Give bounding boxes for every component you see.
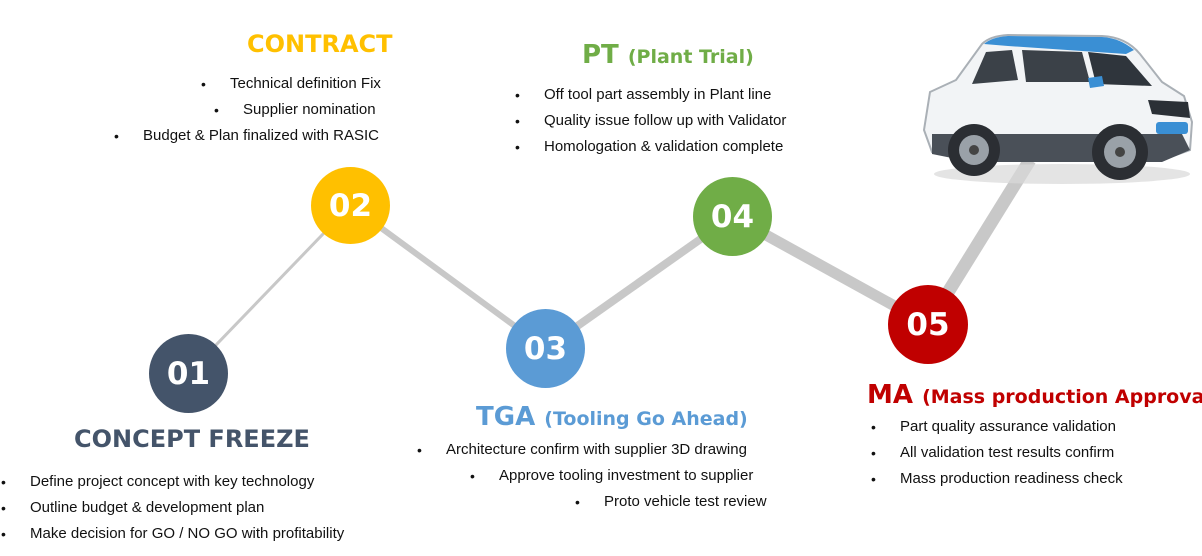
list-item: Homologation & validation complete — [515, 134, 786, 160]
step-04-title: PT (Plant Trial) — [582, 40, 754, 70]
step-01-bullets: Define project concept with key technolo… — [1, 469, 344, 547]
step-05-title: MA (Mass production Approval) — [867, 380, 1202, 410]
list-item: Mass production readiness check — [871, 466, 1123, 492]
step-01-title: CONCEPT FREEZE — [74, 425, 310, 453]
step-05-circle: 05 — [888, 285, 968, 364]
list-item: Part quality assurance validation — [871, 414, 1123, 440]
step-02-title-main: CONTRACT — [247, 30, 393, 58]
step-02-bullets: Technical definition Fix Supplier nomina… — [114, 71, 381, 149]
list-item: Outline budget & development plan — [1, 495, 344, 521]
step-03-bullets: Architecture confirm with supplier 3D dr… — [417, 437, 767, 515]
step-01-title-main: CONCEPT FREEZE — [74, 425, 310, 453]
step-03-circle: 03 — [506, 309, 585, 388]
step-03-title: TGA (Tooling Go Ahead) — [476, 402, 748, 432]
list-item: Approve tooling investment to supplier — [470, 463, 767, 489]
list-item: Budget & Plan finalized with RASIC — [114, 123, 381, 149]
step-02-circle: 02 — [311, 167, 390, 244]
list-item: All validation test results confirm — [871, 440, 1123, 466]
list-item: Architecture confirm with supplier 3D dr… — [417, 437, 767, 463]
list-item: Supplier nomination — [214, 97, 381, 123]
step-04-title-main: PT — [582, 40, 619, 70]
car-image — [922, 33, 1194, 184]
step-03-subtitle: (Tooling Go Ahead) — [544, 408, 748, 430]
step-02-title: CONTRACT — [247, 30, 393, 58]
list-item: Make decision for GO / NO GO with profit… — [1, 521, 344, 547]
step-05-bullets: Part quality assurance validation All va… — [871, 414, 1123, 492]
list-item: Define project concept with key technolo… — [1, 469, 344, 495]
step-04-bullets: Off tool part assembly in Plant line Qua… — [515, 82, 786, 160]
step-05-title-main: MA — [867, 380, 913, 410]
list-item: Technical definition Fix — [201, 71, 381, 97]
list-item: Off tool part assembly in Plant line — [515, 82, 786, 108]
step-01-circle: 01 — [149, 334, 228, 413]
step-05-subtitle: (Mass production Approval) — [922, 386, 1202, 408]
step-04-circle: 04 — [693, 177, 772, 256]
list-item: Quality issue follow up with Validator — [515, 108, 786, 134]
step-04-subtitle: (Plant Trial) — [627, 46, 754, 68]
list-item: Proto vehicle test review — [575, 489, 767, 515]
step-03-title-main: TGA — [476, 402, 536, 432]
